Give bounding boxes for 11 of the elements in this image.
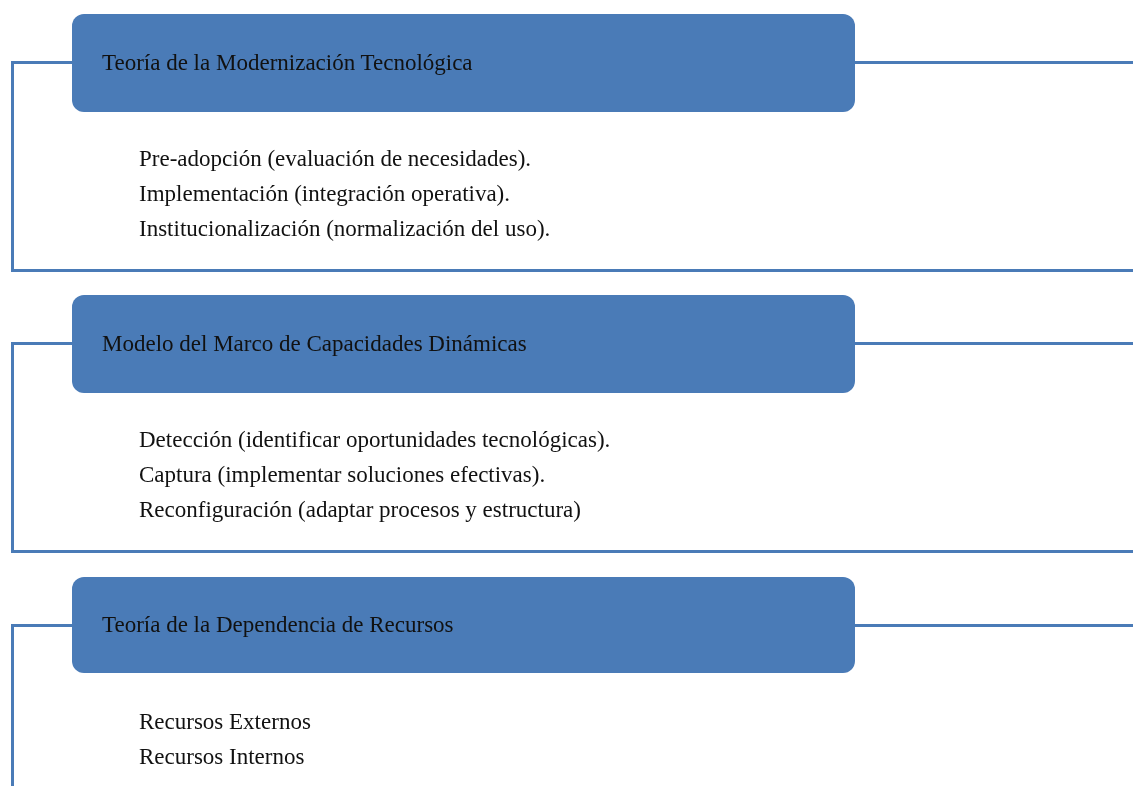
list-item: Institucionalización (normalización del uso).	[139, 215, 551, 243]
list-item: Pre-adopción (evaluación de necesidades).	[139, 145, 532, 173]
heading-box: Modelo del Marco de Capacidades Dinámicas	[72, 295, 855, 393]
list-item: Recursos Externos	[139, 708, 311, 736]
heading-box: Teoría de la Dependencia de Recursos	[72, 577, 855, 673]
heading-box: Teoría de la Modernización Tecnológica	[72, 14, 855, 112]
list-item: Implementación (integración operativa).	[139, 180, 511, 208]
list-item: Captura (implementar soluciones efectivas).	[139, 461, 546, 489]
list-item: Recursos Internos	[139, 743, 305, 771]
list-item: Reconfiguración (adaptar procesos y estructura)	[139, 496, 581, 524]
list-item: Detección (identificar oportunidades tecnológicas).	[139, 426, 611, 454]
